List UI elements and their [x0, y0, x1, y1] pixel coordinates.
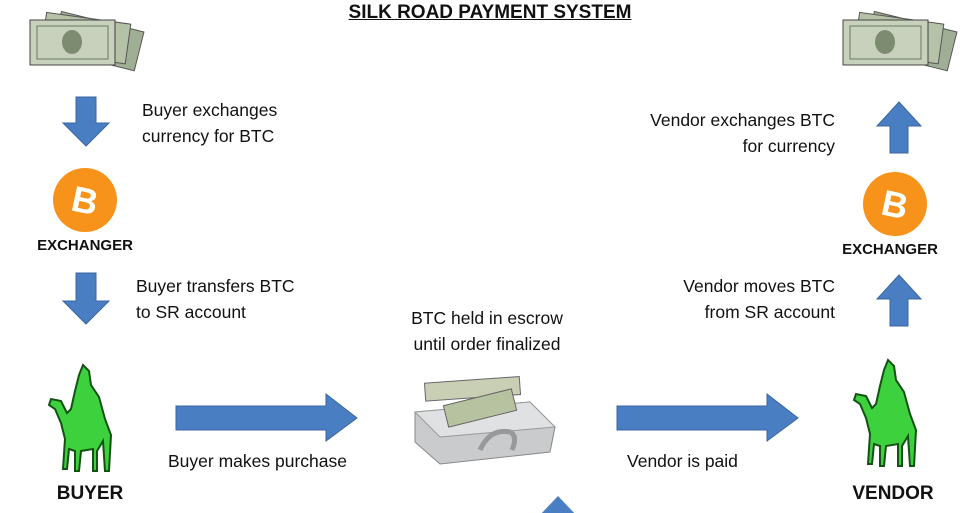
- exchanger-label-right: EXCHANGER: [842, 241, 938, 258]
- camel-rider-icon: [47, 363, 113, 472]
- arrow-up-icon: [541, 496, 575, 513]
- title: SILK ROAD PAYMENT SYSTEM: [348, 2, 632, 23]
- bitcoin-icon: B: [53, 168, 117, 232]
- cash-briefcase-icon: [413, 376, 557, 465]
- buyer-purchase-text: Buyer makes purchase: [168, 451, 347, 471]
- vendor-paid-text: Vendor is paid: [627, 451, 738, 471]
- money-stack-icon: [842, 10, 958, 72]
- arrow-right-icon: [616, 392, 799, 442]
- arrow-down-icon: [61, 96, 111, 147]
- bitcoin-icon: B: [863, 172, 927, 236]
- arrow-right-icon: [175, 392, 358, 442]
- arrow-up-icon: [875, 101, 923, 154]
- money-stack-icon: [29, 10, 145, 72]
- exchanger-label-left: EXCHANGER: [37, 237, 133, 254]
- camel-rider-icon: [852, 358, 918, 467]
- vendor-label: VENDOR: [852, 483, 934, 504]
- buyer-label: BUYER: [56, 483, 124, 504]
- arrow-down-icon: [61, 272, 111, 325]
- arrow-up-icon: [875, 274, 923, 327]
